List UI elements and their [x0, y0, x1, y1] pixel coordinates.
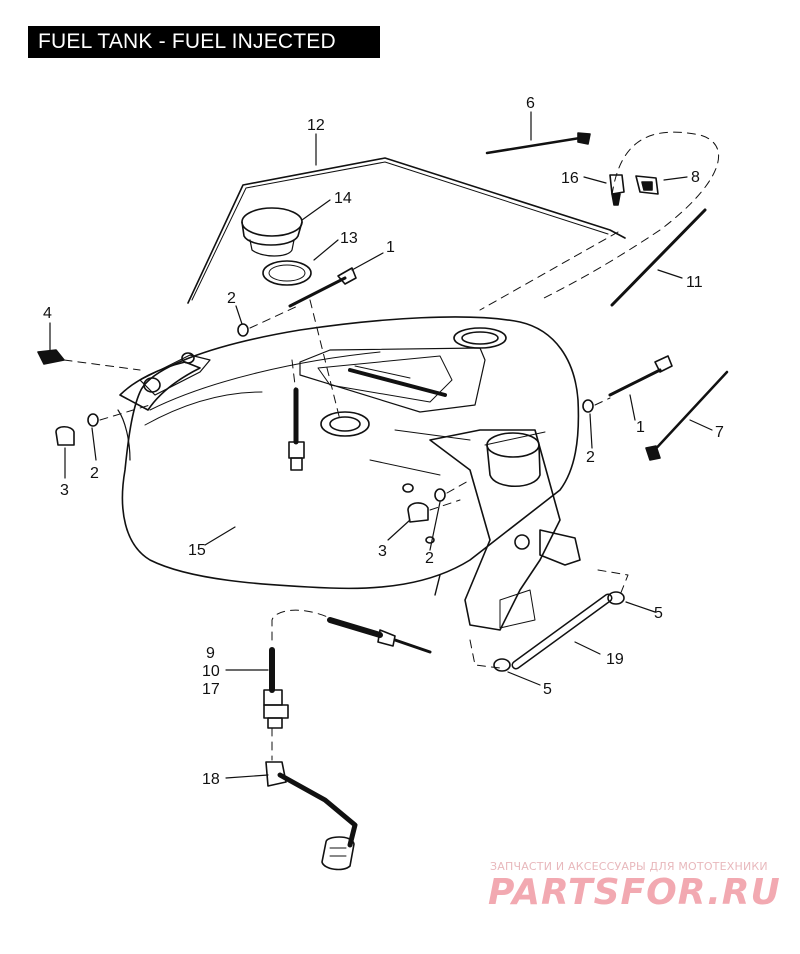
hose-19	[511, 593, 613, 670]
callout-3-front: 3	[60, 482, 69, 499]
callout-16: 16	[561, 170, 579, 187]
callout-5-left: 5	[543, 681, 552, 698]
callout-leaders	[49, 111, 713, 779]
cable-tie-7	[645, 370, 729, 461]
clip-nut	[37, 349, 65, 365]
fuel-fitting-upper	[288, 387, 305, 471]
fuel-supply-line	[265, 761, 358, 871]
callout-2-rear: 2	[586, 449, 595, 466]
connector-16	[609, 174, 625, 206]
callout-8: 8	[691, 169, 700, 186]
callout-1-rear: 1	[636, 419, 645, 436]
callout-19: 19	[606, 651, 624, 668]
pump-rod	[327, 617, 432, 654]
callout-5-right: 5	[654, 605, 663, 622]
watermark-subtitle: ЗАПЧАСТИ И АКСЕССУАРЫ ДЛЯ МОТОТЕХНИКИ	[490, 860, 768, 873]
callout-2-front: 2	[227, 290, 236, 307]
filler-cap	[241, 207, 303, 257]
callout-labels: 12 14 13 1 2 4 3 2 6 16 8 11 1 7 2 3 2 1…	[43, 95, 724, 788]
fuel-fitting-lower	[263, 647, 289, 729]
callout-10: 10	[202, 663, 220, 680]
callout-18: 18	[202, 771, 220, 788]
washers	[87, 323, 594, 502]
callout-4: 4	[43, 305, 52, 322]
o-ring	[262, 260, 312, 286]
diagram-title: FUEL TANK - FUEL INJECTED	[28, 26, 380, 58]
callout-17: 17	[202, 681, 220, 698]
callout-9: 9	[206, 645, 215, 662]
cable-strap-6	[485, 132, 591, 155]
callout-6: 6	[526, 95, 535, 112]
strap-11	[610, 208, 707, 307]
callout-13: 13	[340, 230, 358, 247]
clip-8	[635, 175, 659, 195]
acorn-nuts	[55, 425, 429, 523]
callout-14: 14	[334, 190, 352, 207]
vent-tube	[187, 157, 626, 304]
callout-2-center: 2	[425, 550, 434, 567]
bolt-rear	[608, 355, 673, 397]
callout-7: 7	[715, 424, 724, 441]
watermark-logo: PARTSFOR.RU	[488, 872, 781, 913]
bolt-front	[288, 267, 357, 308]
callout-2-left: 2	[90, 465, 99, 482]
hose-clamps	[493, 591, 625, 672]
callout-1-front: 1	[386, 239, 395, 256]
callout-15: 15	[188, 542, 206, 559]
callout-3-rear: 3	[378, 543, 387, 560]
fuel-tank	[117, 316, 581, 631]
callout-12: 12	[307, 117, 325, 134]
callout-11: 11	[686, 274, 703, 291]
